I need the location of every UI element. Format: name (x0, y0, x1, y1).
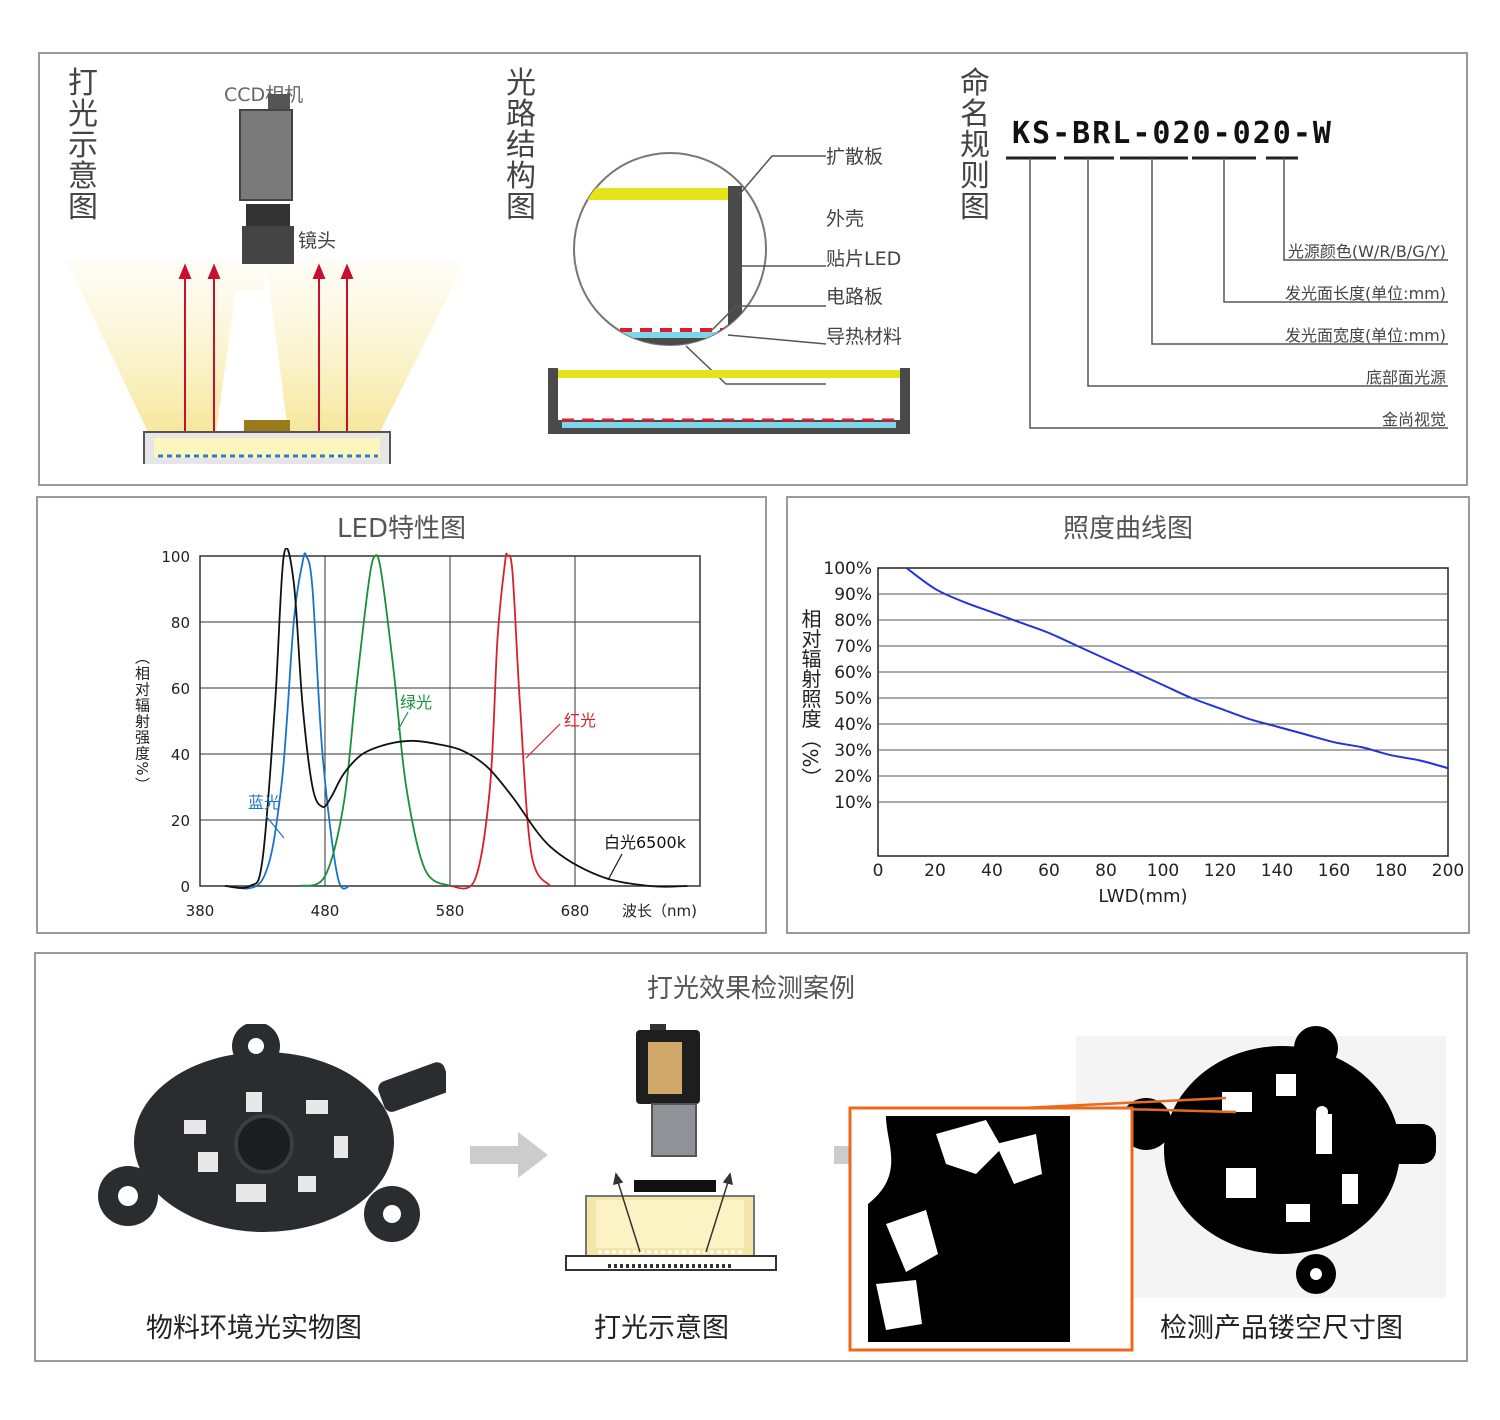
x-tick-label: 580 (436, 902, 465, 920)
product-photo (98, 1024, 446, 1242)
full-bar-profile (548, 368, 910, 434)
series-label-leader (397, 711, 409, 731)
y-tick-label: 60% (834, 663, 872, 683)
naming-label-brand: 金尚视觉 (1381, 410, 1446, 429)
x-tick-label: 80 (1095, 861, 1117, 881)
light-ray-arrows (178, 263, 354, 432)
structure-label-diffuser: 扩散板 (826, 146, 884, 168)
model-code: KS-BRL-020-020-W (1012, 116, 1333, 151)
led-chart-title: LED特性图 (337, 514, 466, 544)
x-axis-label: 波长（nm) (622, 902, 697, 920)
x-tick-label: 0 (873, 861, 884, 881)
y-tick-label: 80% (834, 611, 872, 631)
series-label: 红光 (564, 711, 596, 730)
structure-label-thermal: 导热材料 (826, 326, 903, 348)
lighting-schematic (66, 94, 460, 464)
y-tick-label: 30% (834, 741, 872, 761)
series-label: 白光6500k (604, 833, 687, 852)
lighting-schematic-title: 打光示意图 (68, 66, 98, 225)
y-tick-label: 80 (171, 614, 190, 632)
x-tick-label: 140 (1261, 861, 1293, 881)
y-tick-label: 20% (834, 767, 872, 787)
x-axis-label: LWD(mm) (1098, 886, 1187, 907)
structure-diagram (573, 152, 860, 432)
naming-title: 命名规则图 (960, 66, 990, 225)
lens-label: 镜头 (298, 230, 337, 252)
x-tick-label: 20 (924, 861, 946, 881)
y-axis-label: 相对辐射照度（%） (798, 608, 822, 787)
detection-image (848, 1026, 1446, 1352)
x-tick-label: 180 (1375, 861, 1407, 881)
arrow-right-icon (470, 1132, 548, 1178)
series-line (224, 548, 688, 889)
x-tick-label: 60 (1038, 861, 1060, 881)
y-axis-label: （相对辐射强度%） (133, 649, 151, 792)
illum-chart-panel: 照度曲线图 100% 90% 80% 70% 60% 50% 40% 30% 20% 10% 0 20… (786, 496, 1470, 934)
x-tick-label: 100 (1147, 861, 1179, 881)
dark-zone (216, 290, 286, 432)
top-panel: 打光示意图 CCD相机 镜头 物体 光路结构图 扩 (38, 52, 1468, 486)
y-tick-label: 10% (834, 793, 872, 813)
y-tick-label: 20 (171, 812, 190, 830)
led-characteristic-chart: 100 80 60 40 20 0 380 480 580 680 波长（nm) （相对辐射强度%） 蓝… (133, 548, 701, 920)
x-tick-label: 480 (311, 902, 340, 920)
y-tick-label: 100 (161, 548, 190, 566)
series-line (224, 552, 351, 890)
y-tick-label: 40% (834, 715, 872, 735)
series-line (449, 552, 551, 890)
series-label: 蓝光 (248, 793, 280, 812)
lens-icon (246, 204, 290, 226)
x-tick-label: 380 (186, 902, 215, 920)
caption-ambient: 物料环境光实物图 (146, 1313, 362, 1344)
illum-chart-title: 照度曲线图 (1062, 514, 1193, 544)
series-label-leader (607, 853, 623, 881)
led-chart-panel: LED特性图 100 80 60 40 20 0 380 480 580 680 波长（nm) （相对… (36, 496, 767, 934)
naming-label-width: 发光面宽度(单位:mm) (1284, 326, 1446, 345)
y-tick-label: 60 (171, 680, 190, 698)
series-label-leader (525, 723, 561, 759)
y-tick-label: 50% (834, 689, 872, 709)
illuminance-line (905, 567, 1449, 770)
light-beam-right (266, 260, 460, 432)
y-tick-label: 40 (171, 746, 190, 764)
y-tick-label: 90% (834, 585, 872, 605)
series-label-leader (265, 815, 285, 839)
x-tick-label: 680 (561, 902, 590, 920)
caption-lighting: 打光示意图 (594, 1313, 729, 1344)
x-tick-label: 40 (981, 861, 1003, 881)
structure-title: 光路结构图 (506, 66, 536, 225)
illuminance-curve-chart: 100% 90% 80% 70% 60% 50% 40% 30% 20% 10% 0 20 40 60 80… (798, 559, 1464, 907)
structure-label-housing: 外壳 (826, 208, 865, 230)
camera-icon (239, 109, 293, 201)
lens-icon (651, 1103, 697, 1157)
naming-label-length: 发光面长度(单位:mm) (1284, 284, 1446, 303)
series-line (299, 554, 451, 887)
y-tick-label: 0 (180, 878, 190, 896)
naming-label-color: 光源颜色(W/R/B/G/Y) (1287, 242, 1446, 261)
structure-label-smd-led: 贴片LED (826, 248, 902, 270)
x-tick-label: 120 (1204, 861, 1236, 881)
y-tick-label: 70% (834, 637, 872, 657)
y-tick-label: 100% (823, 559, 872, 579)
object-block (244, 420, 290, 432)
plot-area (877, 567, 1449, 857)
bottom-panel: 打光效果检测案例 (34, 952, 1468, 1362)
caption-detection: 检测产品镂空尺寸图 (1160, 1313, 1403, 1344)
light-beam-left (66, 260, 266, 432)
lighting-illustration (565, 1024, 777, 1271)
x-tick-label: 200 (1432, 861, 1464, 881)
x-tick-label: 160 (1318, 861, 1350, 881)
naming-label-type: 底部面光源 (1365, 368, 1446, 387)
naming-diagram (1006, 156, 1448, 429)
case-study-title: 打光效果检测案例 (646, 974, 855, 1004)
series-label: 绿光 (400, 693, 432, 712)
structure-label-circuit-board: 电路板 (826, 286, 884, 308)
